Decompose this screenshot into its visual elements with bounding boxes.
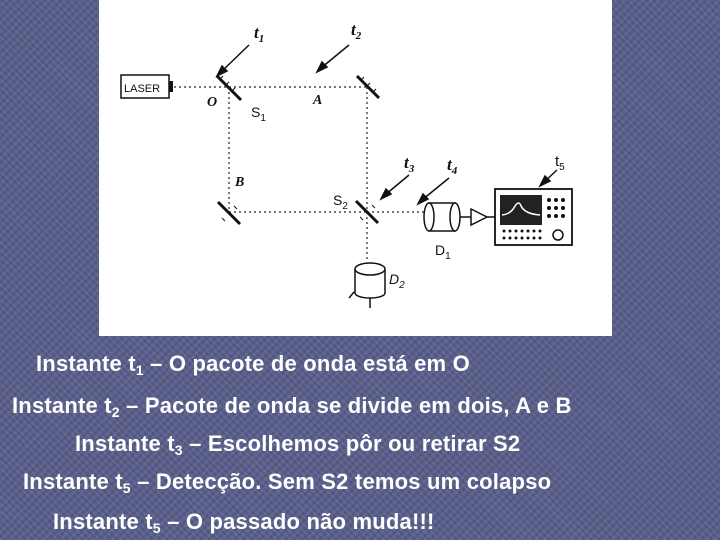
interferometer-diagram: LASER — [99, 0, 612, 336]
label-o: O — [207, 95, 217, 110]
time-arrows — [215, 44, 558, 206]
caption-line-1: Instante t1 – O pacote de onda está em O — [36, 351, 470, 378]
laser-source: LASER — [120, 74, 173, 99]
caption-line-5: Instante t5 – O passado não muda!!! — [53, 509, 435, 536]
label-t2: t2 — [351, 20, 362, 42]
label-d2: D2 — [389, 271, 405, 291]
detector-d2 — [348, 262, 386, 308]
label-b: B — [234, 175, 244, 190]
label-s1: S1 — [251, 104, 266, 124]
label-t4: t4 — [447, 155, 458, 177]
label-a: A — [312, 93, 322, 108]
caption-line-4: Instante t5 – Detecção. Sem S2 temos um … — [23, 469, 552, 496]
label-s2: S2 — [333, 192, 348, 212]
beam-splitter-s2 — [354, 199, 380, 225]
caption-line-3: Instante t3 – Escolhemos pôr ou retirar … — [75, 431, 521, 458]
laser-label: LASER — [124, 83, 160, 95]
label-t1: t1 — [254, 23, 264, 45]
detector-d1 — [423, 202, 495, 232]
label-t5: t5 — [555, 153, 565, 173]
caption-line-2: Instante t2 – Pacote de onda se divide e… — [12, 393, 572, 420]
mirror-a — [355, 74, 381, 100]
beam-paths — [174, 86, 424, 262]
beam-splitter-s1 — [215, 74, 243, 102]
oscilloscope — [494, 188, 573, 246]
mirror-b — [216, 200, 242, 226]
label-t3: t3 — [404, 153, 415, 175]
label-d1: D1 — [435, 242, 451, 262]
